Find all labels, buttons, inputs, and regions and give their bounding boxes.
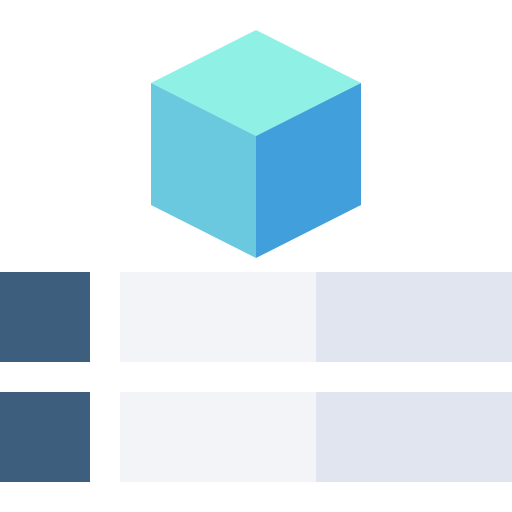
- cube-right-face: [256, 83, 361, 258]
- list-row-marker: [0, 392, 90, 482]
- list-row-bar-dark: [316, 272, 512, 362]
- list-row-2: [0, 392, 512, 482]
- cube-icon: [151, 30, 361, 258]
- cube-left-face: [151, 83, 256, 258]
- list-row-bar-dark: [316, 392, 512, 482]
- list-row-marker: [0, 272, 90, 362]
- list-row-bar-light: [120, 392, 316, 482]
- list-row-bar-light: [120, 272, 316, 362]
- list-row-1: [0, 272, 512, 362]
